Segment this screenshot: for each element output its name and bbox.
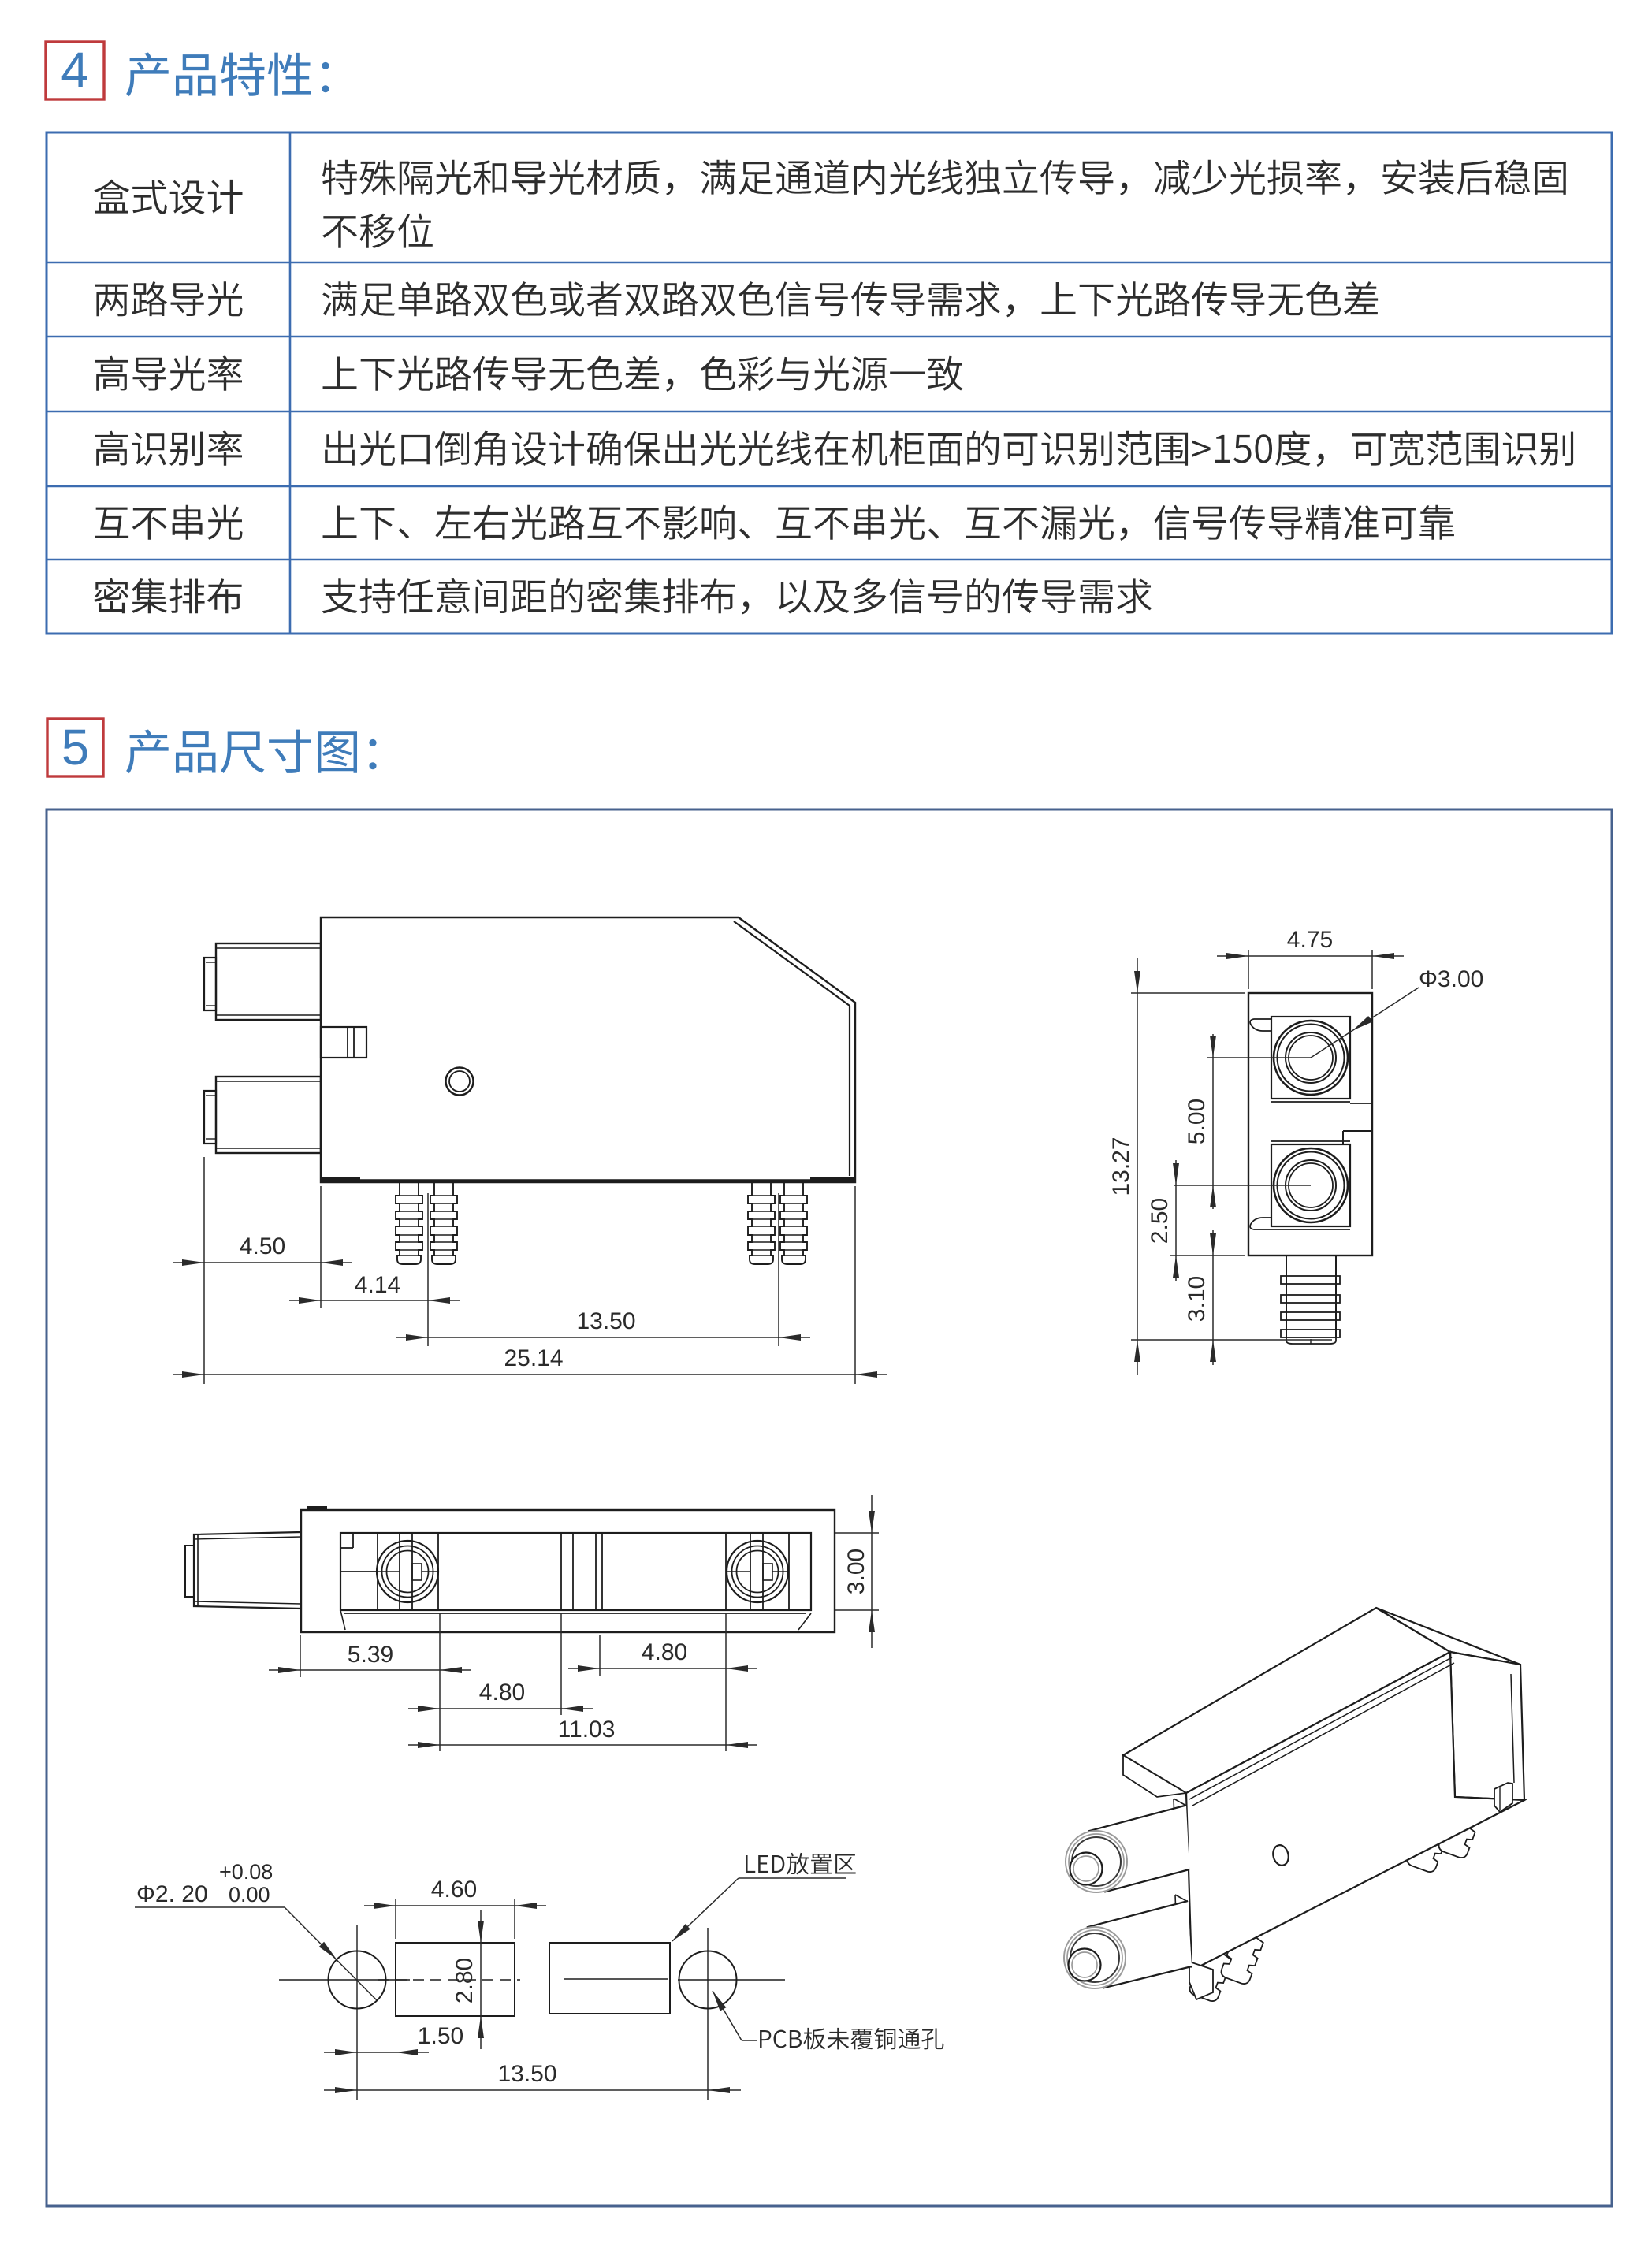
- svg-text:Φ2. 20: Φ2. 20: [136, 1881, 208, 1907]
- svg-text:13.27: 13.27: [1108, 1136, 1134, 1196]
- svg-text:Φ3.00: Φ3.00: [1419, 966, 1483, 992]
- svg-text:25.14: 25.14: [504, 1345, 563, 1371]
- svg-text:4.75: 4.75: [1287, 927, 1333, 953]
- svg-text:2.50: 2.50: [1147, 1198, 1173, 1244]
- svg-text:5.39: 5.39: [348, 1642, 393, 1668]
- svg-text:13.50: 13.50: [497, 2061, 556, 2087]
- svg-text:2.80: 2.80: [452, 1958, 478, 2003]
- svg-text:4.80: 4.80: [642, 1639, 687, 1665]
- svg-text:3.00: 3.00: [843, 1549, 869, 1594]
- svg-text:4: 4: [61, 42, 89, 99]
- svg-text:11.03: 11.03: [558, 1717, 616, 1743]
- svg-text:+0.08: +0.08: [219, 1860, 273, 1884]
- svg-text:1.50: 1.50: [418, 2023, 463, 2049]
- svg-text:4.14: 4.14: [355, 1272, 400, 1298]
- svg-text:4.60: 4.60: [431, 1877, 477, 1903]
- svg-text:4.80: 4.80: [479, 1680, 525, 1706]
- svg-text:5.00: 5.00: [1184, 1099, 1210, 1144]
- svg-text:5: 5: [61, 719, 90, 776]
- svg-text:4.50: 4.50: [240, 1233, 285, 1259]
- svg-text:0.00: 0.00: [229, 1883, 270, 1906]
- svg-text:13.50: 13.50: [576, 1308, 635, 1334]
- svg-text:3.10: 3.10: [1184, 1276, 1210, 1322]
